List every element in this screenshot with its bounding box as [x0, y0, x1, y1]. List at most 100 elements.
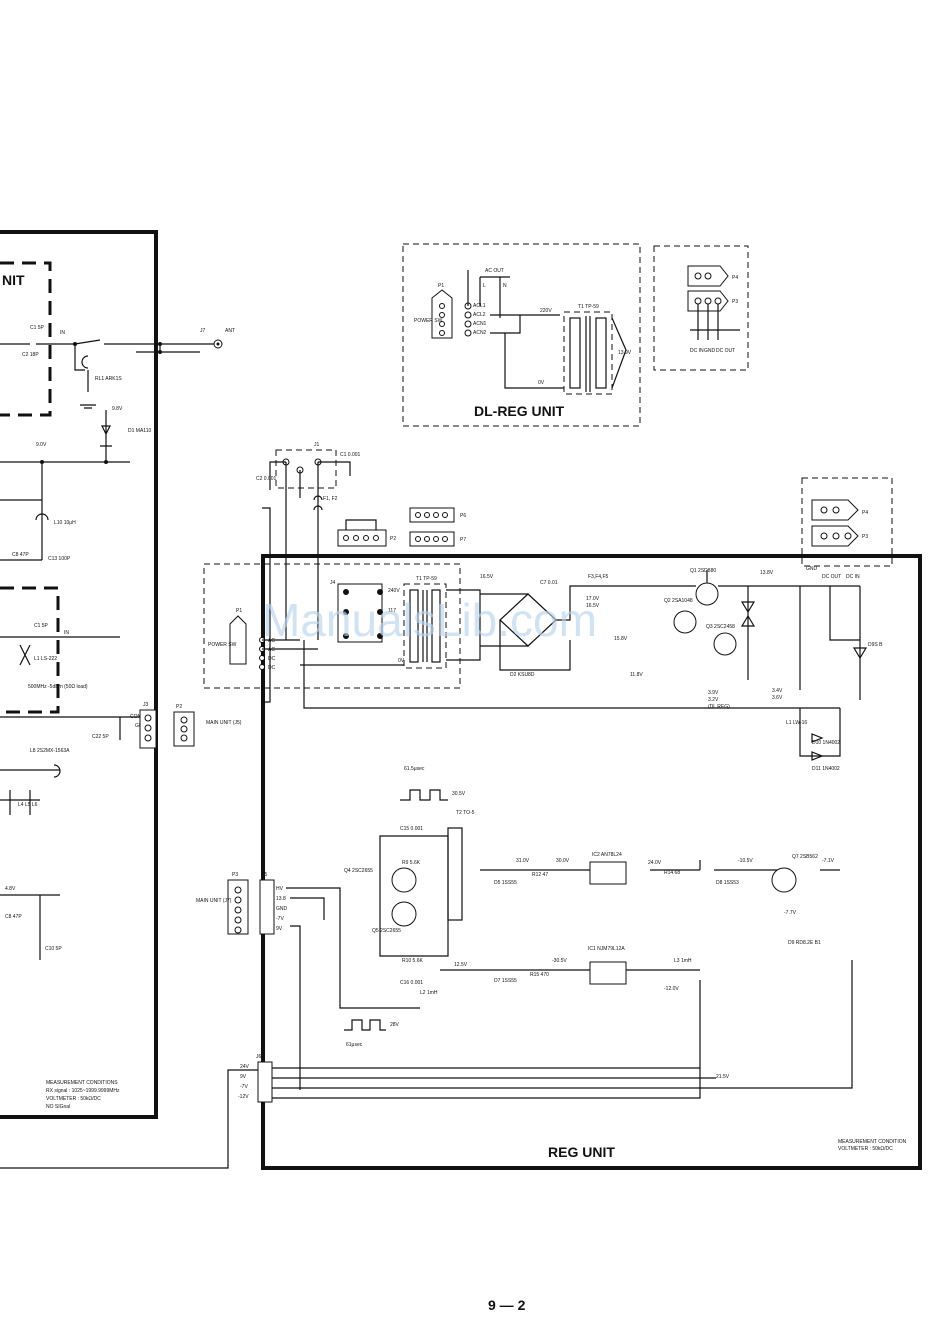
reg-dc-out: DC OUT [822, 574, 841, 580]
dl-ac-out: AC OUT [485, 268, 504, 274]
reg-v3-2: 3.2V [708, 697, 719, 703]
reg-l2: L2 1mH [420, 990, 438, 996]
label-rx: RX signal : 1025~1999.9999MHz [46, 1088, 120, 1094]
reg-v21-5: 21.5V [716, 1074, 730, 1080]
label-c10: C10 5P [45, 946, 62, 952]
reg-d9: D9S B [868, 642, 883, 648]
reg-v24: 24.0V [648, 860, 662, 866]
label-l8: L8 2S2MX-1563A [30, 748, 70, 754]
reg-c1: C1 0.001 [340, 452, 361, 458]
reg-v3-6: 3.6V [772, 695, 783, 701]
reg-d10: D10 1N4002 [812, 740, 840, 746]
reg-pin-ac2: AC [268, 647, 275, 653]
reg-v12: -12.0V [664, 986, 679, 992]
reg-p2: P2 [390, 536, 396, 542]
label-l1: L1 LS-222 [34, 656, 57, 662]
page-number: 9 — 2 [488, 1297, 526, 1313]
reg-v17: 17.0V [586, 596, 600, 602]
reg-dc-in: DC IN [846, 574, 860, 580]
reg-j5-7v: -7V [276, 916, 284, 922]
watermark: ManualsLib.com [262, 594, 597, 646]
reg-j1: J1 [314, 442, 320, 448]
reg-q2: Q2 2SA1048 [664, 598, 693, 604]
reg-d9b: D9 RD8.2E B1 [788, 940, 821, 946]
dl-pin-acl2: ACL2 [473, 312, 486, 318]
dl-pin-acn2: ACN2 [473, 330, 487, 336]
label-j7: J7 [200, 328, 206, 334]
label-l4: L4 L5 L6 [18, 802, 38, 808]
reg-dl-reg: (DL REG) [708, 704, 730, 710]
reg-wave2-v: 28V [390, 1022, 400, 1028]
reg-j6-12v: -12V [238, 1094, 249, 1100]
reg-wave1: 61.5μsec [404, 766, 425, 772]
reg-v240: 240V [388, 588, 400, 594]
reg-unit-title: REG UNIT [548, 1144, 615, 1160]
dl-dc-in: DC IN [690, 348, 704, 354]
reg-ic1: IC1 NJM79L12A [588, 946, 625, 952]
reg-j6-7v: -7V [240, 1084, 248, 1090]
reg-measure2: VOLTMETER : 50kΩ/DC [838, 1146, 893, 1152]
dl-v220: 220V [540, 308, 552, 314]
reg-j6-9v: 9V [240, 1074, 247, 1080]
reg-c15: C15 0.001 [400, 826, 423, 832]
reg-d7: D7 1SS55 [494, 978, 517, 984]
reg-j6: J6 [256, 1054, 262, 1060]
reg-v3-9: 3.9V [708, 690, 719, 696]
reg-p1: P1 [236, 608, 242, 614]
label-in2: IN [64, 630, 69, 636]
label-v9-8: 9.8V [112, 406, 123, 412]
dl-v0: 0V [538, 380, 545, 386]
reg-q5: Q5 2SC2655 [372, 928, 401, 934]
dl-pin-acl1: ACL1 [473, 303, 486, 309]
reg-v3-4: 3.4V [772, 688, 783, 694]
reg-c7: C7 0.01 [540, 580, 558, 586]
reg-d2: D2 KSU8D [510, 672, 535, 678]
reg-v11-8: 11.8V [630, 672, 643, 678]
label-c13: C13 100P [48, 556, 71, 562]
reg-p4: P4 [862, 510, 868, 516]
reg-c2: C2 0.001 [256, 476, 277, 482]
reg-j5-13-8: 13.8 [276, 896, 286, 902]
reg-j6-24v: 24V [240, 1064, 250, 1070]
reg-r15: R15 470 [530, 972, 549, 978]
dl-p3: P3 [732, 299, 738, 305]
dl-ac-out-n: N [503, 283, 507, 289]
reg-l3: L3 1mH [674, 958, 692, 964]
reg-q4: Q4 2SC2655 [344, 868, 373, 874]
reg-v16-5b: 16.5V [586, 603, 600, 609]
reg-v15-8: 15.8V [614, 636, 628, 642]
dl-power-sw: POWER SW [414, 318, 443, 324]
reg-d5: D5 1SS55 [494, 880, 517, 886]
label-no: NO SIGnal [46, 1104, 70, 1110]
reg-j5: J5 [262, 872, 268, 878]
reg-f345: F3,F4,F5 [588, 574, 609, 580]
reg-p3b: P3 [232, 872, 238, 878]
reg-dc-gnd: GND [806, 566, 818, 572]
label-cX: C8 47P [12, 552, 29, 558]
reg-v7-7: -7.7V [784, 910, 797, 916]
reg-p7: P7 [460, 537, 466, 543]
reg-v10-5: -10.5V [738, 858, 753, 864]
reg-fuses: F1, F2 [323, 496, 338, 502]
dl-p1-label: P1 [438, 283, 444, 289]
reg-unit: REG UNIT MEASUREMENT CONDITION VOLTMETER… [0, 442, 922, 1170]
dl-v13-9: 13.9V [618, 350, 632, 356]
reg-wave2: 61μsec [346, 1042, 363, 1048]
reg-d8: D8 1SS53 [716, 880, 739, 886]
label-vm: VOLTMETER : 50kΩ/DC [46, 1096, 101, 1102]
reg-wave1-v: 30.5V [452, 791, 466, 797]
reg-j5-hv: HV [276, 886, 284, 892]
reg-pin-dc1: DC [268, 656, 276, 662]
label-c1: C1 5P [30, 325, 45, 331]
dl-reg-unit-title: DL-REG UNIT [474, 403, 565, 419]
dl-pin-acn1: ACN1 [473, 321, 487, 327]
reg-v31: 31.0V [516, 858, 530, 864]
label-l10: L10 10μH [54, 520, 76, 526]
reg-j4: J4 [330, 580, 336, 586]
reg-power-sw: POWER SW [208, 642, 237, 648]
label-rl1: RL1 ARK1S [95, 376, 122, 382]
dl-p4: P4 [732, 275, 738, 281]
dl-ac-out-l: L [483, 283, 486, 289]
label-j3: J3 [143, 702, 149, 708]
label-d1: D1 MA110 [128, 428, 151, 434]
